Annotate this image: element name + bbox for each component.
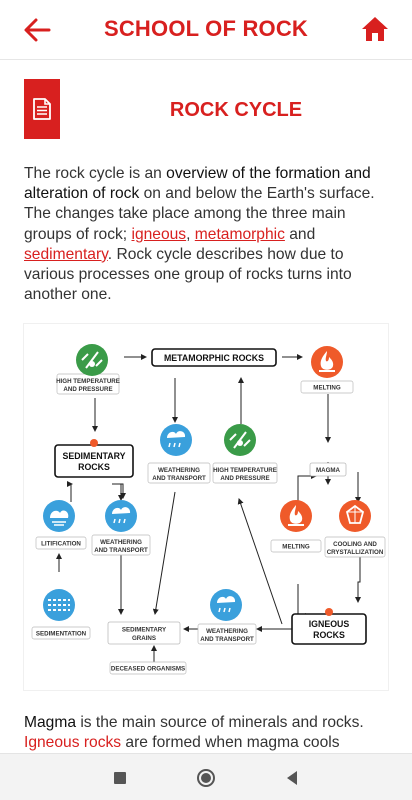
intro-text: . Rock cycle describes how due to variou… [24,245,352,304]
magma-text-2: are formed when magma cools [121,734,340,752]
cycle-arrows [56,354,361,662]
label-weathering-bottom-2: AND TRANSPORT [200,636,254,643]
blue-lithification-icon [43,500,75,532]
green-pressure-icon [76,344,108,376]
label-cooling-1: COOLING AND [333,541,377,548]
process-labels: HIGH TEMPERATURE AND PRESSURE MELTING WE… [31,373,386,675]
app-title: SCHOOL OF ROCK [103,16,309,41]
sedimentary-marker [90,439,98,447]
label-sedimentary-2: ROCKS [78,462,110,472]
blue-weathering-icon-mid [160,424,192,456]
label-organisms: DECEASED ORGANISMS [111,666,185,673]
link-igneous-rocks[interactable]: Igneous rocks [24,734,122,752]
label-igneous-2: ROCKS [313,630,345,640]
intro-paragraph: The rock cycle is an overview of the for… [24,164,392,305]
rock-cycle-diagram: METAMORPHIC ROCKS SEDIMENTARY ROCKS IGNE… [24,324,388,690]
box-sedimentary [54,444,134,478]
document-icon [33,98,51,120]
link-sedimentary[interactable]: sedimentary [24,245,108,263]
label-grains-1: SEDIMENTARY [122,627,167,634]
label-htp-left-1: HIGH TEMPERATURE [56,378,120,385]
box-magma [309,462,347,477]
label-lithification: LITIFICATION [41,541,81,548]
intro-text: , [186,225,195,243]
intro-text: and [284,225,316,243]
label-melting-top: MELTING [313,385,341,392]
link-metamorphic[interactable]: metamorphic [194,225,285,243]
magma-text: is the main source of minerals and rocks… [76,714,364,731]
circle-home-icon[interactable] [194,766,218,790]
magma-paragraph: Magma is the main source of minerals and… [24,713,392,753]
square-recents-icon[interactable] [108,766,132,790]
label-melting-bottom: MELTING [282,544,310,551]
label-weathering-mid-1: WEATHERING [158,467,200,474]
igneous-marker [325,608,333,616]
home-icon[interactable] [360,14,390,44]
triangle-back-icon[interactable] [280,766,304,790]
intro-text: The rock cycle is an [24,165,167,182]
document-badge [24,79,60,139]
section-title: ROCK CYCLE [169,99,303,121]
label-grains-2: GRAINS [132,635,156,642]
label-magma: MAGMA [316,467,341,474]
blue-weathering-icon-left [105,500,137,532]
label-cooling-2: CRYSTALLIZATION [327,549,384,556]
intro-emphasis: overview of the formation and alteration… [24,165,371,203]
label-sedimentation: SEDIMENTATION [36,631,87,638]
box-metamorphic [151,348,277,367]
label-weathering-mid-2: AND TRANSPORT [152,475,206,482]
blue-sedimentation-icon [43,589,75,621]
label-weathering-left-1: WEATHERING [100,539,142,546]
orange-crystal-icon [339,500,371,532]
arrow-left-icon[interactable] [22,16,52,44]
link-igneous[interactable]: igneous [131,225,187,243]
magma-term: Magma [24,714,76,731]
blue-weathering-icon-bottom [210,589,242,621]
label-igneous-1: IGNEOUS [309,619,350,629]
label-weathering-left-2: AND TRANSPORT [94,547,148,554]
label-weathering-bottom-1: WEATHERING [206,628,248,635]
intro-text: on and below the Earth's surface. The ch… [24,185,375,243]
content-area[interactable]: ROCK CYCLE The rock cycle is an overview… [0,61,412,753]
app-bar: SCHOOL OF ROCK [0,0,412,60]
green-pressure-icon-mid [224,424,256,456]
label-metamorphic: METAMORPHIC ROCKS [164,353,264,363]
label-htp-mid-1: HIGH TEMPERATURE [213,467,277,474]
label-htp-mid-2: AND PRESSURE [220,475,269,482]
system-nav-bar [0,753,412,800]
label-sedimentary-1: SEDIMENTARY [62,451,125,461]
label-htp-left-2: AND PRESSURE [63,386,112,393]
orange-melting-icon [280,500,312,532]
orange-flame-icon [311,346,343,378]
